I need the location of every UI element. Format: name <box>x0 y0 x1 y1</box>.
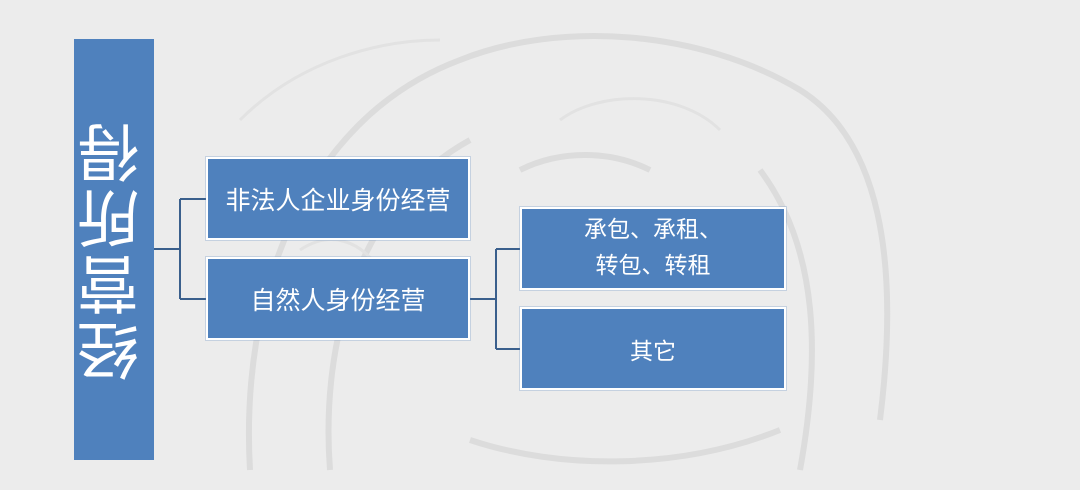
node-natural-person-business: 自然人身份经营 <box>206 257 470 340</box>
node-non-legal-entity-business-label: 非法人企业身份经营 <box>225 185 451 215</box>
node-contracting-leasing-line1: 承包、承租、 <box>584 216 722 243</box>
node-natural-person-business-label: 自然人身份经营 <box>250 285 426 315</box>
root-node-label: 经营所得 <box>77 117 150 382</box>
node-non-legal-entity-business: 非法人企业身份经营 <box>206 157 470 240</box>
node-other-label: 其它 <box>630 338 676 365</box>
node-contracting-leasing: 承包、承租、 转包、转租 <box>520 207 786 290</box>
root-node: 经营所得 <box>74 39 154 460</box>
node-other: 其它 <box>520 307 786 390</box>
node-contracting-leasing-line2: 转包、转租 <box>595 252 711 279</box>
